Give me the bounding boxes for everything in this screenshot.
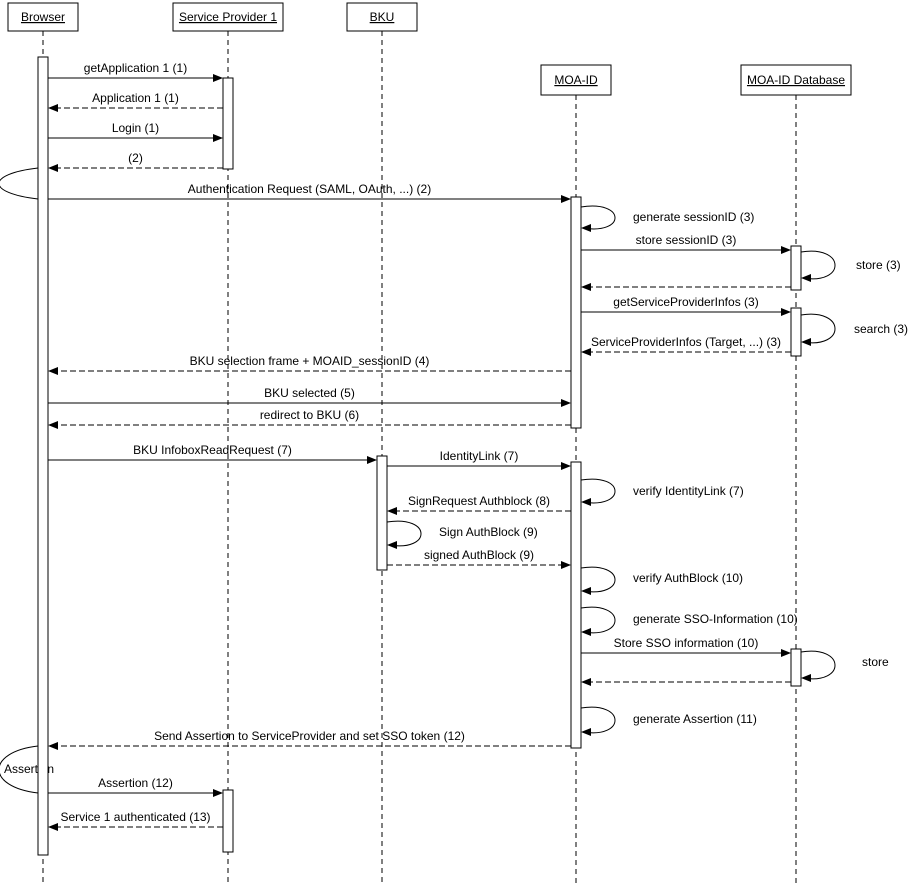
message-arrowhead — [781, 246, 791, 254]
self-message-label: Sign AuthBlock (9) — [439, 525, 538, 539]
flow-curve-2 — [0, 745, 39, 794]
message-arrowhead — [781, 308, 791, 316]
message-label: BKU selected (5) — [264, 386, 355, 400]
activation-moadb — [790, 245, 802, 291]
message-label: Send Assertion to ServiceProvider and se… — [154, 729, 465, 743]
message-label: ServiceProviderInfos (Target, ...) (3) — [591, 335, 781, 349]
message-arrowhead — [781, 649, 791, 657]
message-arrowhead — [387, 507, 397, 515]
message-label: SignRequest Authblock (8) — [408, 494, 550, 508]
message-label: signed AuthBlock (9) — [424, 548, 534, 562]
activation-sp1 — [222, 77, 234, 170]
message-label: IdentityLink (7) — [440, 449, 519, 463]
message-arrowhead — [581, 283, 591, 291]
self-message-label: generate SSO-Information (10) — [633, 612, 798, 626]
activation-moadb — [790, 648, 802, 687]
message-label: Service 1 authenticated (13) — [60, 810, 210, 824]
self-message-label: verify IdentityLink (7) — [633, 484, 744, 498]
actor-label-sp1: Service Provider 1 — [179, 10, 277, 24]
message-label: Assertion (12) — [98, 776, 173, 790]
message-label: BKU InfoboxReadRequest (7) — [133, 443, 292, 457]
self-message-arrowhead — [581, 628, 591, 636]
self-message — [800, 250, 836, 280]
self-message-arrowhead — [581, 224, 591, 232]
self-message — [800, 313, 836, 344]
activation-moadb — [790, 307, 802, 357]
message-label: getApplication 1 (1) — [84, 61, 187, 75]
message-arrowhead — [48, 164, 58, 172]
message-arrowhead — [561, 399, 571, 407]
self-message-label: store (3) — [856, 258, 901, 272]
message-arrowhead — [367, 456, 377, 464]
message-arrowhead — [561, 462, 571, 470]
actor-box-moaid — [540, 64, 612, 96]
self-message-label: generate sessionID (3) — [633, 210, 754, 224]
self-message — [386, 520, 422, 547]
actor-box-bku — [346, 2, 418, 32]
self-message-arrowhead — [801, 274, 811, 282]
message-arrowhead — [48, 823, 58, 831]
activation-moaid — [570, 196, 582, 429]
actor-label-moadb: MOA-ID Database — [747, 73, 845, 87]
activation-moaid — [570, 461, 582, 749]
actor-box-moadb — [740, 64, 852, 96]
message-label: Store SSO information (10) — [614, 636, 759, 650]
self-message-arrowhead — [581, 587, 591, 595]
self-message — [800, 650, 836, 680]
message-arrowhead — [561, 561, 571, 569]
message-arrowhead — [213, 74, 223, 82]
activation-sp1 — [222, 789, 234, 853]
self-message — [580, 566, 616, 593]
message-arrowhead — [213, 789, 223, 797]
activation-browser — [37, 56, 49, 856]
self-message-label: generate Assertion (11) — [633, 712, 757, 726]
actor-label-moaid: MOA-ID — [554, 73, 598, 87]
message-label: redirect to BKU (6) — [260, 408, 359, 422]
message-label: Application 1 (1) — [92, 91, 179, 105]
self-message-arrowhead — [581, 728, 591, 736]
self-message-label: verify AuthBlock (10) — [633, 571, 743, 585]
self-message-label: store — [862, 655, 889, 669]
message-label: Authentication Request (SAML, OAuth, ...… — [188, 182, 431, 196]
flow-curve-1 — [0, 167, 39, 200]
self-message — [580, 478, 616, 504]
message-arrowhead — [561, 195, 571, 203]
message-arrowhead — [581, 678, 591, 686]
message-arrowhead — [48, 421, 58, 429]
self-message — [580, 706, 616, 734]
self-message-arrowhead — [387, 541, 397, 549]
activation-bku — [376, 455, 388, 571]
self-message-arrowhead — [801, 674, 811, 682]
actor-box-browser — [7, 2, 79, 32]
message-arrowhead — [581, 348, 591, 356]
message-label: store sessionID (3) — [636, 233, 737, 247]
self-message — [580, 205, 616, 230]
message-arrowhead — [48, 367, 58, 375]
message-label: (2) — [128, 151, 143, 165]
self-message-label: search (3) — [854, 322, 908, 336]
message-label: getServiceProviderInfos (3) — [613, 295, 758, 309]
message-arrowhead — [48, 742, 58, 750]
self-message-arrowhead — [801, 338, 811, 346]
message-label: BKU selection frame + MOAID_sessionID (4… — [190, 354, 430, 368]
actor-label-bku: BKU — [370, 10, 395, 24]
message-arrowhead — [48, 104, 58, 112]
message-label: Login (1) — [112, 121, 159, 135]
message-arrowhead — [213, 134, 223, 142]
self-message — [580, 606, 616, 634]
actor-box-sp1 — [172, 2, 284, 32]
actor-label-browser: Browser — [21, 10, 65, 24]
self-message-arrowhead — [581, 498, 591, 506]
